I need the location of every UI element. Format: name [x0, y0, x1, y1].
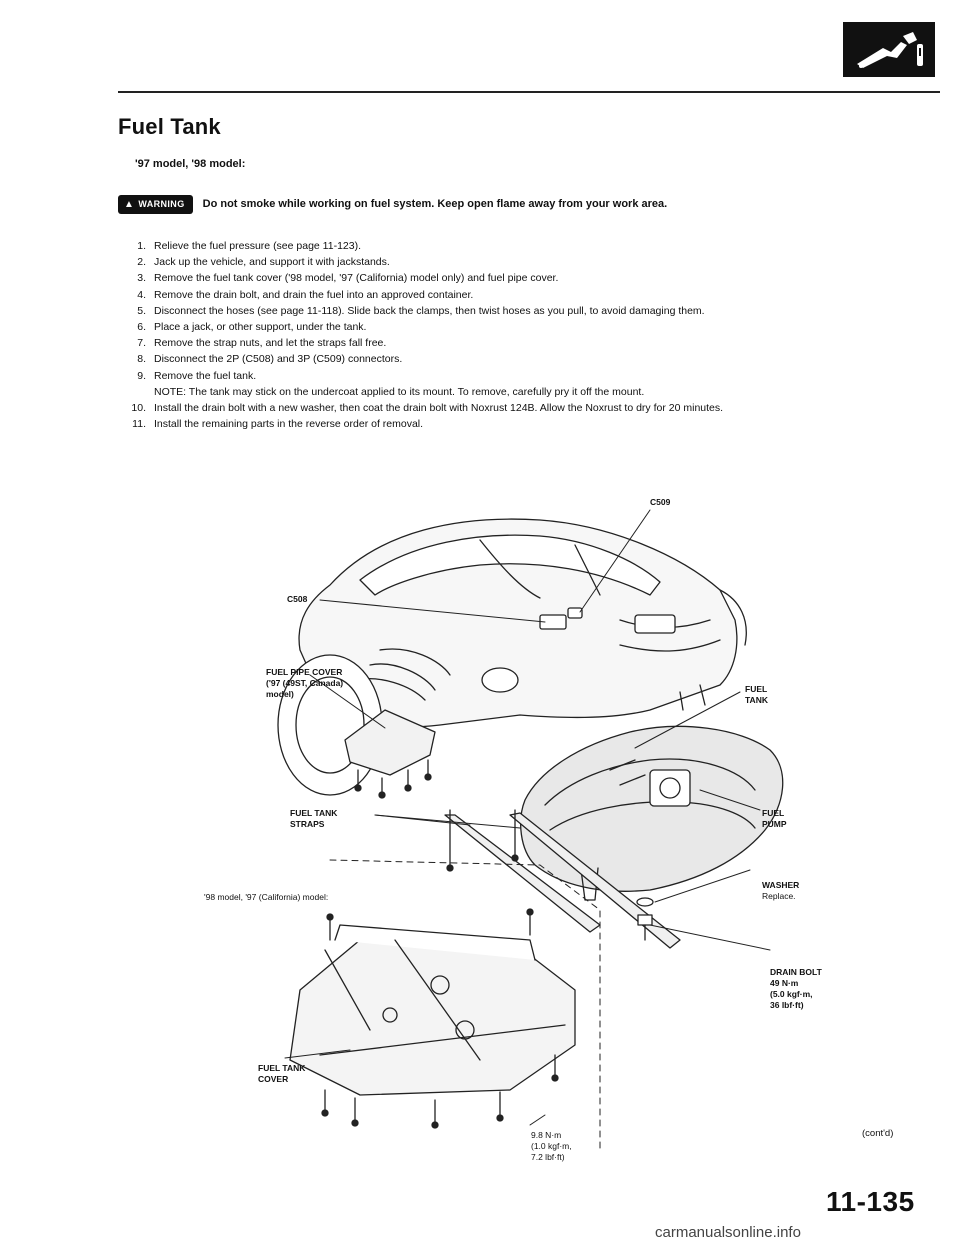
- warning-badge: ▲ WARNING: [118, 194, 193, 214]
- step-text: Disconnect the hoses (see page 11-118). …: [154, 304, 705, 317]
- step-number: 5.: [137, 304, 146, 317]
- step-item: 10. Install the drain bolt with a new was…: [118, 400, 928, 416]
- step-item: 1. Relieve the fuel pressure (see page 11…: [118, 238, 928, 254]
- step-text: Remove the fuel tank.: [154, 369, 257, 382]
- warning-text: Do not smoke while working on fuel syste…: [202, 198, 668, 210]
- step-item: 11. Install the remaining parts in the re…: [118, 416, 928, 432]
- step-note: NOTE: The tank may stick on the undercoa…: [154, 385, 645, 398]
- step-text: Install the remaining parts in the rever…: [154, 418, 424, 431]
- step-number: 10.: [131, 402, 146, 415]
- step-item: 2. Jack up the vehicle, and support it wi…: [118, 254, 928, 270]
- step-number: 11.: [132, 418, 146, 431]
- step-item: 9. Remove the fuel tank. NOTE: The tank ma…: [118, 368, 928, 400]
- warning-triangle-icon: ▲: [124, 198, 135, 210]
- step-text-wrap: Remove the fuel tank. NOTE: The tank may …: [154, 368, 928, 400]
- watermark-text: carmanualsonline.info: [655, 1224, 801, 1241]
- step-number: 3.: [137, 272, 146, 285]
- label-fuel-pump: FUEL PUMP: [762, 808, 787, 829]
- step-number: 4.: [137, 288, 146, 301]
- step-item: 7. Remove the strap nuts, and let the str…: [118, 335, 928, 351]
- connector-illustration: [539, 607, 583, 630]
- page-number: 11-135: [826, 1186, 915, 1217]
- warning-row: ▲ WARNING Do not smoke while working on …: [118, 193, 667, 215]
- fuel-nozzle-icon: [843, 22, 935, 77]
- page-title: Fuel Tank: [118, 114, 221, 139]
- step-text: Remove the drain bolt, and drain the fue…: [154, 288, 474, 301]
- step-item: 5. Disconnect the hoses (see page 11-118)…: [118, 303, 928, 319]
- step-number: 1.: [137, 240, 146, 252]
- label-model-note: '98 model, '97 (California) model:: [204, 892, 329, 902]
- label-fuel-pipe-cover: FUEL PIPE COVER ('97 (49ST, Canada) mode…: [266, 667, 344, 699]
- header-rule: [118, 91, 940, 93]
- step-item: 3. Remove the fuel tank cover ('98 model,…: [118, 270, 928, 286]
- fuel-tank-illustration: [520, 725, 784, 901]
- label-washer: WASHER: [762, 880, 800, 890]
- step-text: Remove the strap nuts, and let the strap…: [154, 337, 387, 350]
- fuel-tank-cover-illustration: [289, 908, 576, 1129]
- step-item: 6. Place a jack, or other support, under …: [118, 319, 928, 335]
- step-text: Relieve the fuel pressure (see page 11-1…: [154, 240, 362, 252]
- step-text: Install the drain bolt with a new washer…: [154, 402, 724, 415]
- label-fuel-tank-straps: FUEL TANK STRAPS: [290, 808, 338, 829]
- step-item: 8. Disconnect the 2P (C508) and 3P (C509)…: [118, 351, 928, 367]
- procedure-steps: 1. Relieve the fuel pressure (see page 11…: [118, 238, 928, 432]
- step-item: 4. Remove the drain bolt, and drain the f…: [118, 287, 928, 303]
- warning-badge-label: WARNING: [138, 199, 185, 209]
- label-drain-bolt: DRAIN BOLT 49 N·m (5.0 kgf·m, 36 lbf·ft): [770, 967, 822, 1010]
- fuel-pipe-cover-illustration: [344, 709, 436, 799]
- drain-bolt-illustration: [636, 897, 654, 941]
- step-number: 7.: [137, 337, 146, 350]
- step-text: Place a jack, or other support, under th…: [154, 321, 367, 334]
- label-torque: 9.8 N·m (1.0 kgf·m, 7.2 lbf·ft): [531, 1130, 572, 1162]
- label-washer-note: Replace.: [762, 891, 796, 901]
- step-number: 6.: [137, 321, 146, 334]
- step-text: Remove the fuel tank cover ('98 model, '…: [154, 272, 559, 285]
- step-text: Disconnect the 2P (C508) and 3P (C509) c…: [154, 353, 403, 366]
- label-c509: C509: [650, 497, 671, 507]
- fuel-tank-diagram: [180, 470, 840, 1180]
- leader-lines: [284, 509, 771, 1126]
- label-fuel-tank-cover: FUEL TANK COVER: [258, 1063, 306, 1084]
- continued-marker: (cont'd): [862, 1128, 894, 1139]
- step-number: 2.: [137, 256, 146, 269]
- step-number: 8.: [137, 353, 146, 366]
- label-fuel-tank: FUEL TANK: [745, 684, 768, 705]
- step-text: Jack up the vehicle, and support it with…: [154, 256, 390, 269]
- step-number: 9.: [137, 369, 146, 382]
- model-subtitle: '97 model, '98 model:: [135, 158, 246, 170]
- label-c508: C508: [287, 594, 308, 604]
